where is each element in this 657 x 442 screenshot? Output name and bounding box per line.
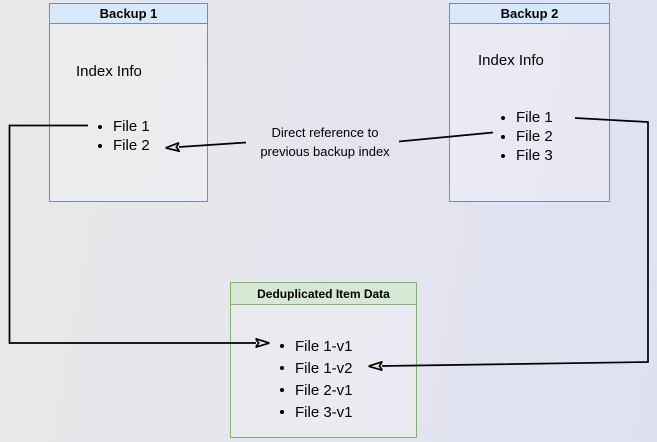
file-item: File 2 xyxy=(495,127,553,146)
bullet-icon xyxy=(280,366,284,370)
dedup-item-list: File 1-v1 File 1-v2 File 2-v1 File 3-v1 xyxy=(274,335,353,423)
bullet-icon xyxy=(501,134,505,139)
backup1-file-list: File 1 File 2 xyxy=(92,117,150,155)
file-item: File 2 xyxy=(92,136,150,155)
backup2-subtitle: Index Info xyxy=(478,52,544,69)
file-label: File 1-v1 xyxy=(295,337,353,355)
file-item: File 2-v1 xyxy=(274,379,353,401)
bullet-icon xyxy=(98,124,102,129)
bullet-icon xyxy=(98,143,102,148)
file-label: File 2 xyxy=(516,128,553,145)
file-item: File 1 xyxy=(495,108,553,127)
dedup-box: Deduplicated Item Data File 1-v1 File 1-… xyxy=(230,282,417,438)
bullet-icon xyxy=(280,388,284,392)
bullet-icon xyxy=(501,153,505,158)
backup1-header: Backup 1 xyxy=(50,4,207,24)
file-label: File 3-v1 xyxy=(295,403,353,421)
backup2-header: Backup 2 xyxy=(450,4,609,24)
backup2-file-list: File 1 File 2 File 3 xyxy=(495,108,553,165)
file-item: File 1-v2 xyxy=(274,357,353,379)
file-item: File 3-v1 xyxy=(274,401,353,423)
bullet-icon xyxy=(280,344,284,348)
edge-label-line1: Direct reference to xyxy=(271,125,379,140)
bullet-icon xyxy=(501,115,505,120)
dedup-header: Deduplicated Item Data xyxy=(231,283,416,305)
file-label: File 1 xyxy=(516,109,553,126)
file-label: File 1-v2 xyxy=(295,359,353,377)
bullet-icon xyxy=(280,410,284,414)
file-label: File 2 xyxy=(113,137,150,154)
file-label: File 3 xyxy=(516,147,553,164)
backup1-subtitle: Index Info xyxy=(76,63,142,80)
backup1-box: Backup 1 Index Info File 1 File 2 xyxy=(49,3,208,202)
backup2-box: Backup 2 Index Info File 1 File 2 File 3 xyxy=(449,3,610,202)
file-item: File 1-v1 xyxy=(274,335,353,357)
edge-label-line2: previous backup index xyxy=(260,144,390,159)
file-item: File 3 xyxy=(495,146,553,165)
file-item: File 1 xyxy=(92,117,150,136)
file-label: File 1 xyxy=(113,118,150,135)
edge-label: Direct reference to previous backup inde… xyxy=(245,123,405,161)
file-label: File 2-v1 xyxy=(295,381,353,399)
